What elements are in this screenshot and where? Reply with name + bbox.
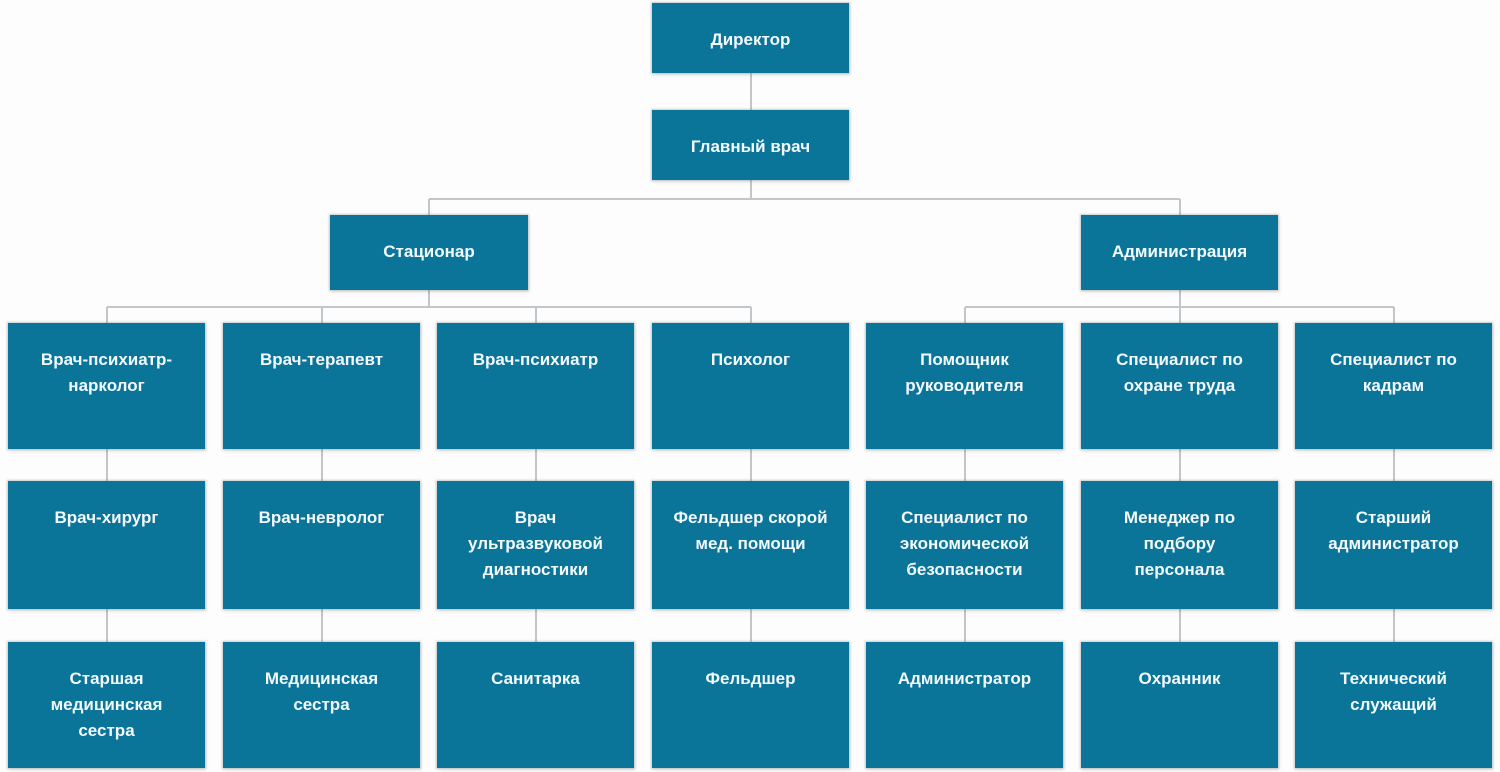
node-economic-security-specialist: Специалист по экономической безопасности xyxy=(866,481,1063,609)
node-nurse: Медицинская сестра xyxy=(223,642,420,768)
node-ultrasound-doctor: Врач ультразвуковой диагностики xyxy=(437,481,634,609)
node-neurologist: Врач-невролог xyxy=(223,481,420,609)
node-recruitment-manager: Менеджер по подбору персонала xyxy=(1081,481,1278,609)
node-labor-safety-specialist: Специалист по охране труда xyxy=(1081,323,1278,449)
node-therapist: Врач-терапевт xyxy=(223,323,420,449)
node-administration: Администрация xyxy=(1081,215,1278,290)
node-technical-worker: Технический служащий xyxy=(1295,642,1492,768)
node-hr-specialist: Специалист по кадрам xyxy=(1295,323,1492,449)
node-director: Директор xyxy=(652,3,849,73)
node-senior-administrator: Старший администратор xyxy=(1295,481,1492,609)
node-administrator: Администратор xyxy=(866,642,1063,768)
node-psychologist: Психолог xyxy=(652,323,849,449)
node-psychiatrist-narcologist: Врач-психиатр- нарколог xyxy=(8,323,205,449)
node-ambulance-paramedic: Фельдшер скорой мед. помощи xyxy=(652,481,849,609)
node-assistant-manager: Помощник руководителя xyxy=(866,323,1063,449)
node-inpatient: Стационар xyxy=(330,215,528,290)
node-surgeon: Врач-хирург xyxy=(8,481,205,609)
node-chief-physician: Главный врач xyxy=(652,110,849,180)
node-orderly: Санитарка xyxy=(437,642,634,768)
node-guard: Охранник xyxy=(1081,642,1278,768)
node-paramedic: Фельдшер xyxy=(652,642,849,768)
node-head-nurse: Старшая медицинская сестра xyxy=(8,642,205,768)
node-psychiatrist: Врач-психиатр xyxy=(437,323,634,449)
